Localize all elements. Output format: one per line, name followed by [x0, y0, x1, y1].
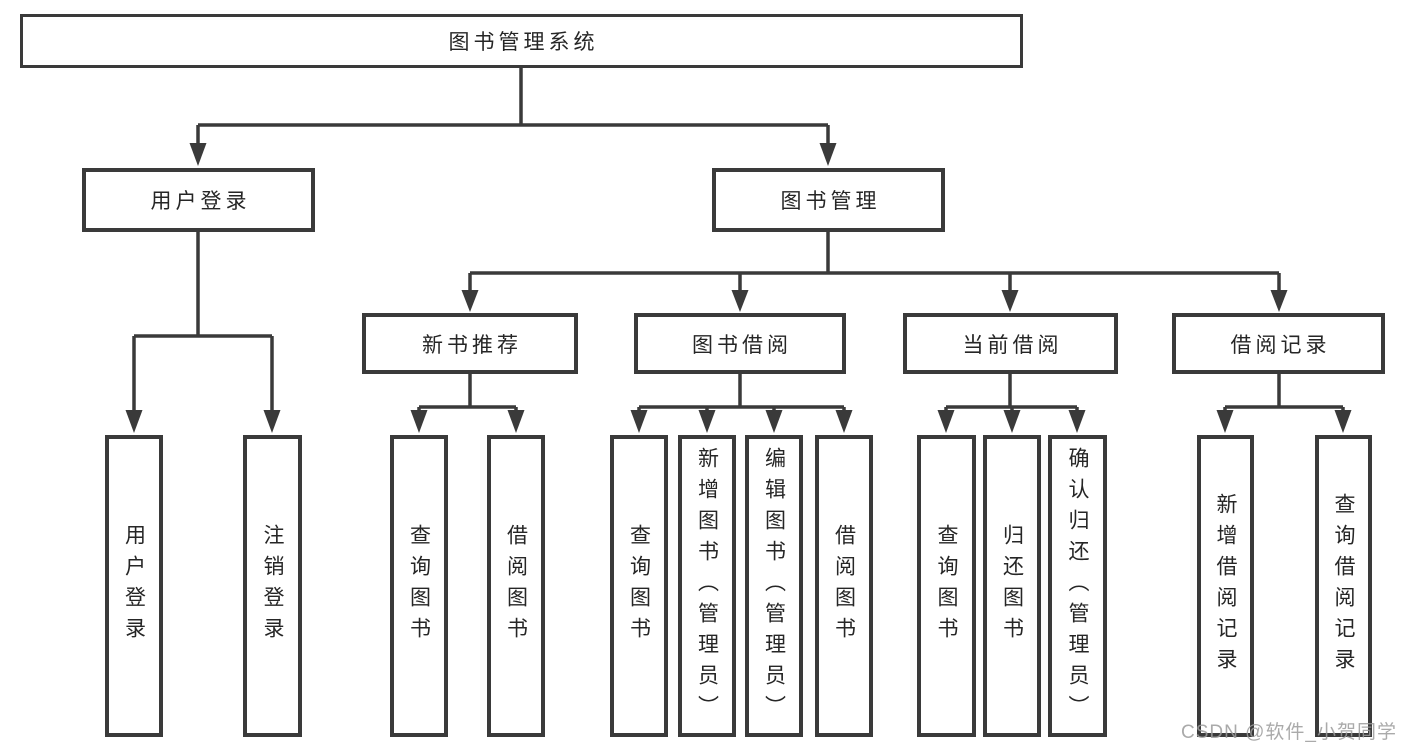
arrow-down-icon — [1068, 410, 1086, 433]
node-borrowing-records-label: 借阅记录 — [1230, 333, 1331, 357]
leaf-query-books-2-label: 查询图书 — [627, 524, 651, 648]
leaf-edit-books-admin-label: 编辑图书（管理员） — [762, 446, 786, 726]
node-current-borrowing: 当前借阅 — [903, 313, 1118, 374]
node-borrowing-records: 借阅记录 — [1172, 313, 1385, 374]
connector-book-borrowing-to-leaves — [637, 374, 846, 414]
node-user-login: 用户登录 — [82, 168, 315, 232]
leaf-add-books-admin: 新增图书（管理员） — [678, 435, 736, 737]
connector-borrowing-records-to-leaves — [1223, 374, 1345, 414]
leaf-return-books-label: 归还图书 — [1000, 524, 1024, 648]
node-book-management-label: 图书管理 — [780, 190, 881, 213]
arrow-down-icon — [765, 410, 783, 433]
node-new-book-recommendation-label: 新书推荐 — [422, 333, 522, 357]
leaf-borrow-books-2: 借阅图书 — [815, 435, 873, 737]
node-root-label: 图书管理系统 — [448, 31, 599, 54]
node-user-login-label: 用户登录 — [150, 190, 251, 213]
leaf-query-books-3-label: 查询图书 — [935, 524, 958, 648]
arrow-down-icon — [189, 143, 207, 166]
leaf-query-books-2: 查询图书 — [610, 435, 668, 737]
arrow-down-icon — [461, 290, 479, 312]
leaf-edit-books-admin: 编辑图书（管理员） — [745, 435, 803, 737]
csdn-watermark: CSDN @软件_小贺同学 — [1181, 722, 1397, 743]
arrow-down-icon — [630, 410, 648, 433]
arrow-down-icon — [1270, 290, 1288, 312]
arrow-down-icon — [1334, 410, 1352, 433]
arrow-down-icon — [835, 410, 853, 433]
node-root: 图书管理系统 — [20, 14, 1023, 68]
leaf-logout: 注销登录 — [243, 435, 302, 737]
arrow-down-icon — [1003, 410, 1021, 433]
leaf-borrow-books-2-label: 借阅图书 — [832, 524, 856, 648]
leaf-query-borrow-record-label: 查询借阅记录 — [1332, 493, 1355, 679]
leaf-add-borrow-record-label: 新增借阅记录 — [1214, 493, 1237, 679]
leaf-borrow-books-1: 借阅图书 — [487, 435, 545, 737]
leaf-query-borrow-record: 查询借阅记录 — [1315, 435, 1372, 737]
node-book-management: 图书管理 — [712, 168, 945, 232]
leaf-add-borrow-record: 新增借阅记录 — [1197, 435, 1254, 737]
connector-new-book-recommendation-to-leaves — [417, 374, 518, 414]
arrow-down-icon — [1216, 410, 1234, 433]
leaf-query-books-1-label: 查询图书 — [407, 524, 431, 648]
arrow-down-icon — [410, 410, 428, 433]
node-current-borrowing-label: 当前借阅 — [962, 333, 1063, 357]
arrow-down-icon — [698, 410, 716, 433]
connector-book-management-to-level3 — [468, 232, 1281, 293]
arrow-down-icon — [125, 410, 143, 433]
node-book-borrowing-label: 图书借阅 — [692, 333, 792, 357]
leaf-borrow-books-1-label: 借阅图书 — [504, 524, 528, 648]
leaf-logout-label: 注销登录 — [261, 524, 284, 648]
leaf-confirm-return-admin-label: 确认归还（管理员） — [1066, 446, 1089, 726]
leaf-user-login-label: 用户登录 — [122, 524, 146, 648]
leaf-return-books: 归还图书 — [983, 435, 1041, 737]
connector-root-to-level2 — [196, 68, 830, 147]
arrow-down-icon — [1001, 290, 1019, 312]
leaf-user-login: 用户登录 — [105, 435, 163, 737]
leaf-add-books-admin-label: 新增图书（管理员） — [695, 446, 719, 726]
arrow-down-icon — [263, 410, 281, 433]
leaf-confirm-return-admin: 确认归还（管理员） — [1048, 435, 1107, 737]
arrowheads — [125, 143, 1352, 433]
node-new-book-recommendation: 新书推荐 — [362, 313, 578, 374]
connector-user-login-to-leaves — [132, 232, 274, 414]
arrow-down-icon — [731, 290, 749, 312]
arrow-down-icon — [937, 410, 955, 433]
leaf-query-books-3: 查询图书 — [917, 435, 976, 737]
node-book-borrowing: 图书借阅 — [634, 313, 846, 374]
arrow-down-icon — [819, 143, 837, 166]
connector-current-borrowing-to-leaves — [944, 374, 1079, 414]
arrow-down-icon — [507, 410, 525, 433]
leaf-query-books-1: 查询图书 — [390, 435, 448, 737]
